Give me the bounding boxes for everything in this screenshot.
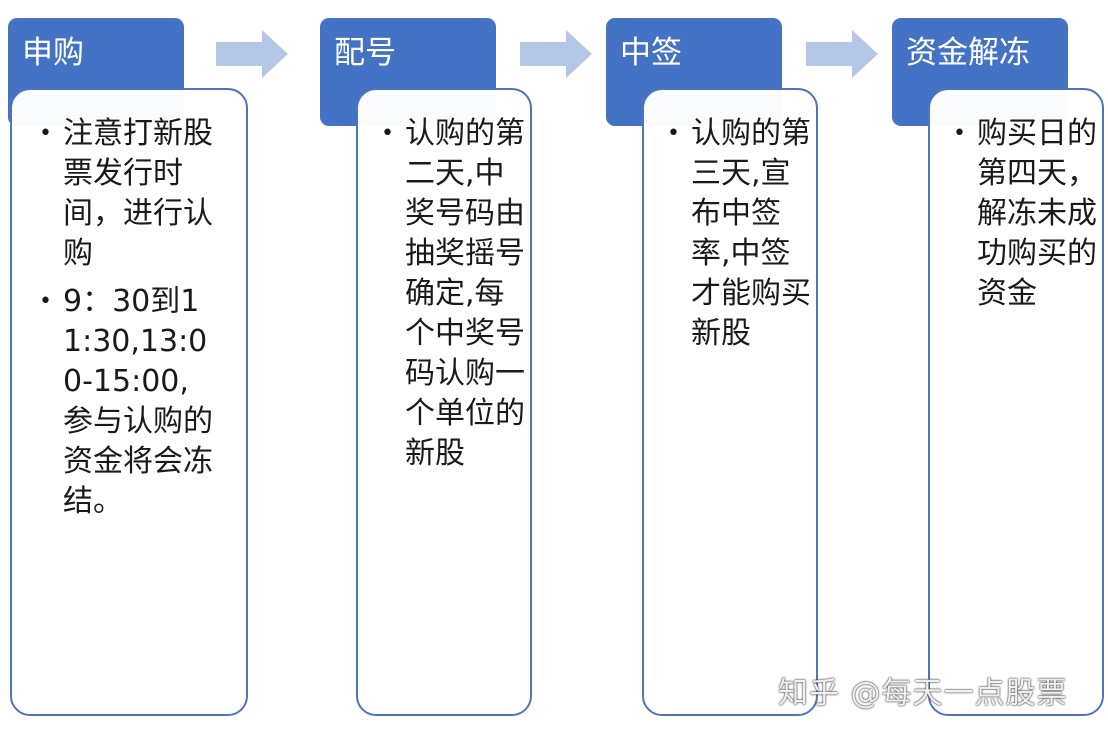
bullet-list: •认购的第三天,宣布中签率,中签才能购买新股 xyxy=(667,114,811,354)
stage-card-fund-unfreeze: •购买日的第四天，解冻未成功购买的资金 xyxy=(928,88,1104,716)
stage-card-number-assignment: •认购的第二天,中奖号码由抽奖摇号确定,每个中奖号码认购一个单位的新股 xyxy=(356,88,532,716)
bullet-icon: • xyxy=(381,121,394,146)
bullet-list: •认购的第二天,中奖号码由抽奖摇号确定,每个中奖号码认购一个单位的新股 xyxy=(381,114,525,474)
bullet-icon: • xyxy=(667,121,680,146)
watermark: 知乎 @每天一点股票 xyxy=(778,676,1068,711)
bullet-icon: • xyxy=(39,121,52,146)
stage-title: 资金解冻 xyxy=(906,35,1030,71)
stage-card-subscribe: •注意打新股票发行时间，进行认购 •9：30到11:30,13:00-15:00… xyxy=(10,88,248,716)
bullet-list: •购买日的第四天，解冻未成功购买的资金 xyxy=(953,114,1097,314)
stage-title: 配号 xyxy=(334,35,396,71)
right-arrow-icon xyxy=(520,30,592,78)
list-item: •认购的第三天,宣布中签率,中签才能购买新股 xyxy=(667,116,811,351)
list-item: •9：30到11:30,13:00-15:00,参与认购的资金将会冻结。 xyxy=(39,284,213,519)
list-item: •注意打新股票发行时间，进行认购 xyxy=(39,116,213,271)
bullet-list: •注意打新股票发行时间，进行认购 •9：30到11:30,13:00-15:00… xyxy=(39,114,213,522)
stage-title: 中签 xyxy=(620,35,682,71)
right-arrow-icon xyxy=(806,30,878,78)
right-arrow-icon xyxy=(216,30,288,78)
list-item: •购买日的第四天，解冻未成功购买的资金 xyxy=(953,116,1097,311)
stage-title: 申购 xyxy=(22,35,84,71)
stage-header-fund-unfreeze: 资金解冻 xyxy=(892,18,1068,126)
list-item: •认购的第二天,中奖号码由抽奖摇号确定,每个中奖号码认购一个单位的新股 xyxy=(381,116,525,471)
bullet-icon: • xyxy=(39,289,52,314)
stage-card-allotment: •认购的第三天,宣布中签率,中签才能购买新股 xyxy=(642,88,818,716)
bullet-icon: • xyxy=(953,121,966,146)
